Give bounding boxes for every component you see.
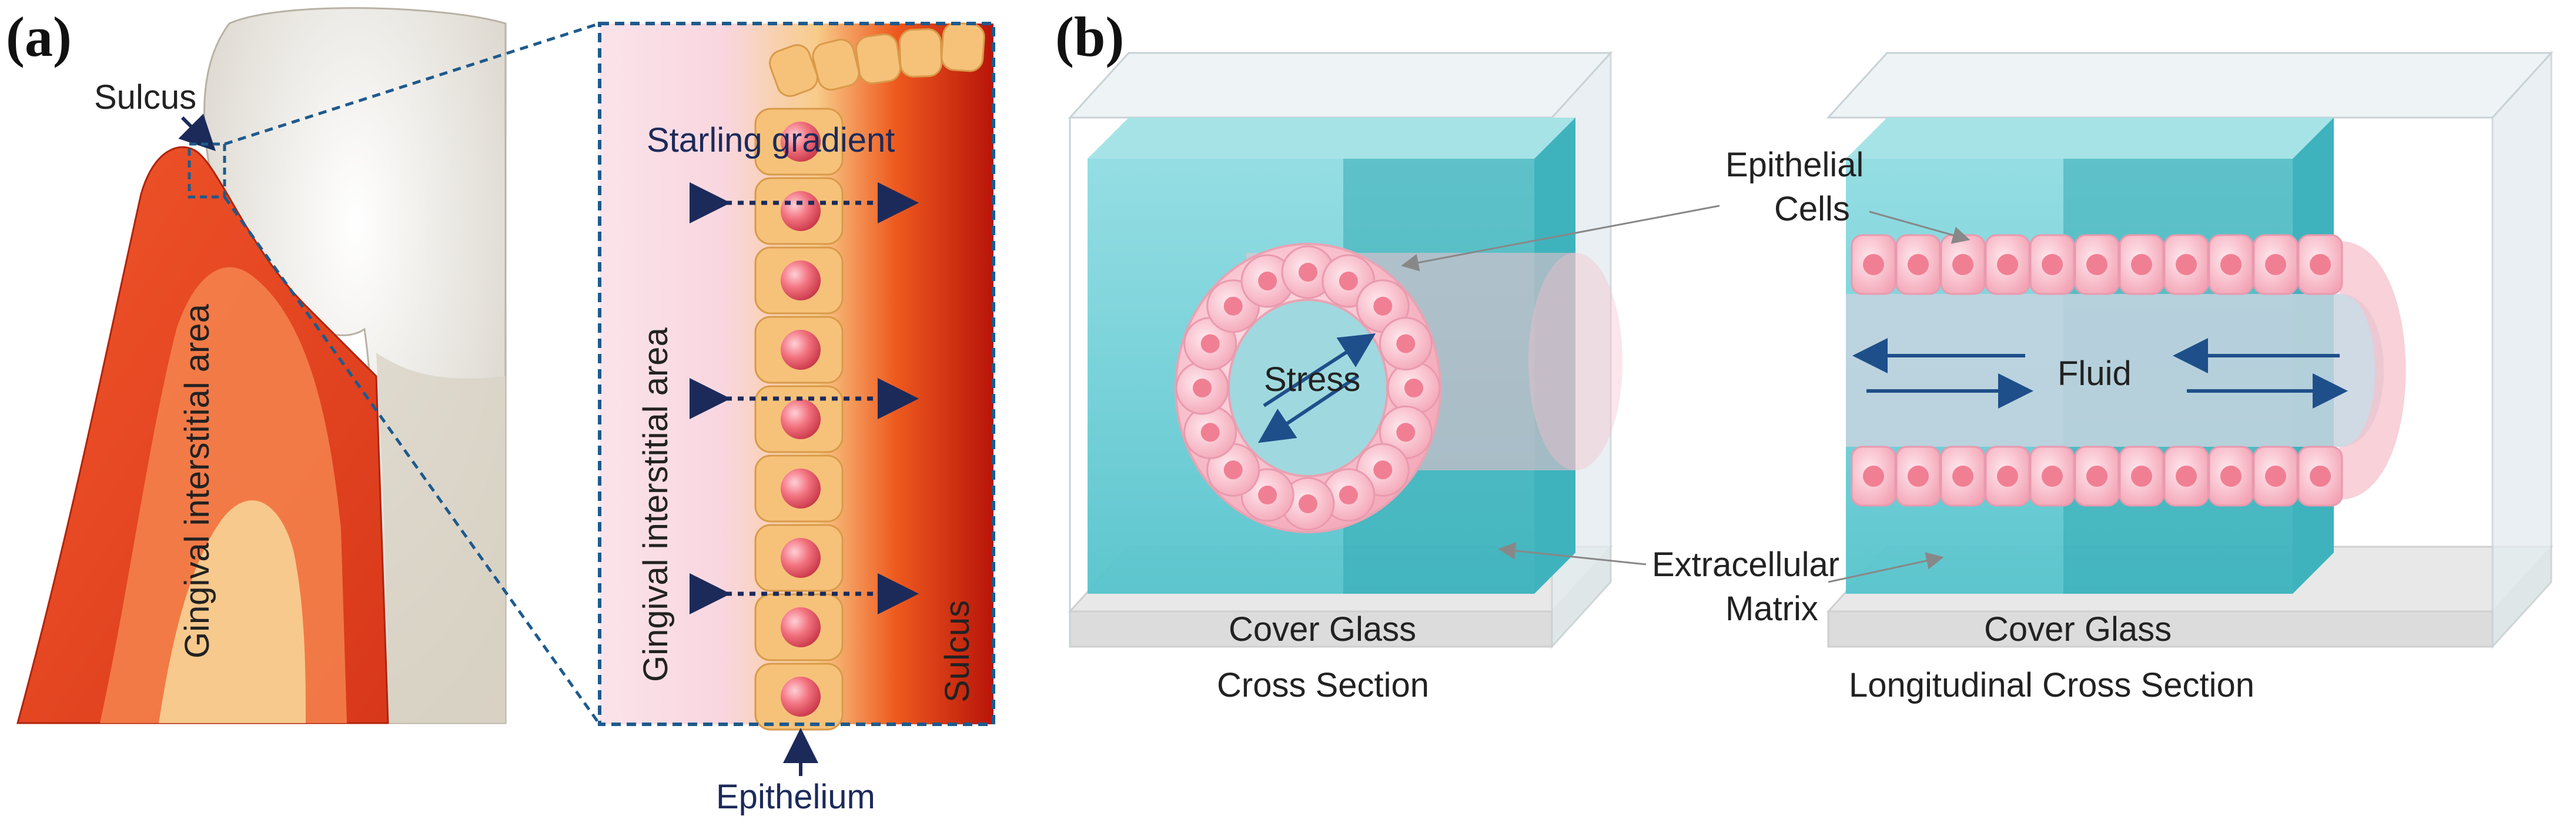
ecm-label-2: Matrix [1725,590,1818,628]
epithelial-cell [754,524,844,592]
sulcus-label: Sulcus [94,78,196,116]
cover-glass-right-label: Cover Glass [1984,610,2172,648]
epithelial-pointer-left [1401,205,1720,272]
tube-cell [1240,254,1294,308]
tube-cell [1940,446,1986,507]
panel-b-label: (b) [1055,5,1124,68]
cube-longitudinal: Fluid Cover Glass [1826,51,2554,649]
tube-cell [2119,234,2164,295]
epithelium-label: Epithelium [716,778,875,816]
tube-cell [2208,234,2254,295]
epithelial-cell [898,28,943,78]
cover-glass-left-label: Cover Glass [1229,610,1416,648]
caption-longitudinal: Longitudinal Cross Section [1849,666,2254,704]
tube-longitudinal [1846,234,2406,507]
epithelial-cell [754,593,844,661]
tube-cell [1281,245,1335,299]
zoom-line-top [224,22,600,146]
epithelial-cell [754,177,844,245]
panel-a: (a) Sulcus Gingival interstitial area St… [6,5,995,816]
nucleus [781,191,821,231]
tube-cell [2163,446,2209,507]
tube-cell [1851,446,1896,507]
nucleus [781,260,821,300]
epithelial-cell [754,663,844,731]
zoom-line-bottom [223,196,601,725]
nucleus [781,677,821,717]
nucleus [781,122,821,162]
epithelial-cell [769,44,818,97]
epithelial-cell [754,385,844,453]
top-cell-row [1851,234,2343,295]
epithelial-cell [855,33,901,85]
tube-cell [2163,234,2209,295]
ecm-label-1: Extracellular [1652,546,1839,584]
sulcus-arrow [178,113,216,151]
tube-cell [2297,446,2343,507]
tube-cell [2029,234,2075,295]
tube-cell [1985,234,2030,295]
gingival-area-label: Gingival interstitial area [178,303,216,658]
epithelial-cell [754,316,844,384]
epithelial-cell [754,454,844,523]
panel-b: (b) S [1055,5,2554,704]
tube-cell [2074,234,2120,295]
stress-arrow-up [1263,333,1376,407]
tube-cell [2208,446,2254,507]
tube-cell [1940,234,1986,295]
nucleus [781,399,821,439]
tube-cell [2029,446,2075,507]
panel-a-label: (a) [6,5,72,68]
epithelial-cell [754,108,844,176]
tube-cell [1985,446,2030,507]
tube-cell [2253,234,2299,295]
nucleus [781,330,821,370]
tooth-root [376,353,506,723]
epithelial-cells-label-2: Cells [1774,190,1850,228]
epithelial-cell-column [754,22,985,731]
tube-cell [1175,361,1229,415]
stress-label: Stress [1264,360,1360,399]
inset: Starling gradient Gingival interstitial … [598,22,995,731]
cube-cross-section: Stress Cover Glass [1068,51,1622,649]
epithelial-cells-label-1: Epithelial [1725,146,1864,184]
tube-cell [1387,361,1441,415]
tube-cell [1379,317,1433,371]
tube-cell [2253,446,2299,507]
tube-cell [2074,446,2120,507]
tube-cell [1322,468,1376,522]
tube-cell [1895,446,1941,507]
ring-cells [1175,245,1441,531]
tube-cell [2297,234,2343,295]
tube-cell [1895,234,1941,295]
bone [159,500,306,723]
ecm-pointer-left [1498,541,1647,566]
nucleus [781,538,821,578]
tube-cell [1183,405,1237,459]
stress-arrow-down [1258,374,1359,443]
zoom-box [188,142,226,199]
nucleus [781,469,821,509]
epithelial-pointer-right [1869,210,1971,244]
inset-frame [598,22,995,726]
fluid-label: Fluid [2058,355,2132,393]
bottom-cell-row [1851,446,2343,507]
inset-gingival-label: Gingival interstitial area [637,327,675,682]
caption-cross-section: Cross Section [1217,666,1429,704]
epithelial-cell [812,38,860,91]
inset-sulcus-label: Sulcus [938,600,976,703]
tube-cell [2119,446,2164,507]
ecm-pointer-right [1828,552,1944,583]
tube-cross-section [1175,243,1622,533]
epithelial-cell [941,22,985,72]
nucleus [781,607,821,647]
epithelial-cell [754,246,844,315]
starling-gradient-label: Starling gradient [647,121,895,159]
tube-cell [1851,234,1896,295]
